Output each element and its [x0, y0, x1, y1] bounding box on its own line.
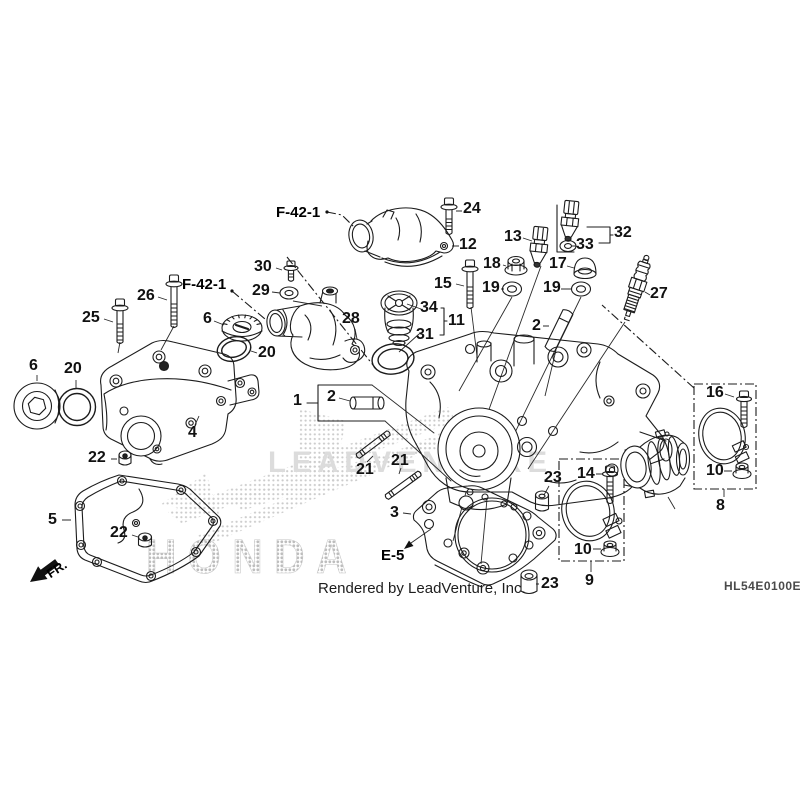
- watermark-honda-wing: [160, 407, 456, 546]
- part-grommet-22-upper: [118, 450, 132, 466]
- callout-28: 28: [342, 310, 360, 327]
- callout-9: 9: [585, 572, 594, 589]
- ref-label-f42-1-left: F-42-1: [182, 276, 227, 293]
- callout-23-upper: 23: [544, 469, 562, 486]
- part-bolt-15: [461, 259, 479, 310]
- watermark-brand-text: HONDA: [146, 531, 358, 584]
- callout-2-right: 2: [532, 317, 541, 334]
- callout-29: 29: [252, 282, 270, 299]
- callout-6-right: 6: [203, 310, 212, 327]
- callout-20-left: 20: [64, 360, 82, 377]
- part-band-8: [698, 407, 750, 465]
- leader-lines: [36, 210, 735, 585]
- part-sensor-32: [560, 199, 580, 242]
- callout-3: 3: [390, 504, 399, 521]
- ref-label-f42-1-top: F-42-1: [276, 204, 321, 221]
- callout-4: 4: [188, 424, 197, 441]
- part-cover-gasket-5: [74, 474, 222, 584]
- callout-31: 31: [416, 326, 434, 343]
- callout-8: 8: [716, 497, 725, 514]
- part-band-9: [561, 480, 623, 542]
- group-box-9: [558, 458, 625, 562]
- part-water-joint-28: [266, 286, 366, 371]
- callout-5: 5: [48, 511, 57, 528]
- callout-2-left: 2: [327, 388, 336, 405]
- callout-33: 33: [576, 236, 594, 253]
- part-washer-29: [279, 286, 299, 300]
- callout-30: 30: [254, 258, 272, 275]
- callout-32: 32: [614, 224, 632, 241]
- part-oring-20-right: [216, 335, 252, 363]
- callout-27: 27: [650, 285, 668, 302]
- part-stud-21-lower: [384, 470, 422, 500]
- callout-34: 34: [420, 299, 438, 316]
- part-washer-19-left: [501, 281, 523, 297]
- callout-24: 24: [463, 200, 481, 217]
- part-stud-21-upper: [355, 430, 391, 459]
- part-cap-6-left: [13, 382, 61, 430]
- part-sensor-13: [529, 225, 549, 268]
- callout-21-lower: 21: [391, 452, 409, 469]
- callout-13: 13: [504, 228, 522, 245]
- part-head-gasket-3: [412, 485, 557, 588]
- callout-6-left: 6: [29, 357, 38, 374]
- bracket-assembly-1: [306, 384, 452, 482]
- callout-10-right: 10: [706, 462, 724, 479]
- callout-21-upper: 21: [356, 461, 374, 478]
- part-washer-19-right: [570, 281, 592, 297]
- part-bolt-26: [165, 274, 183, 329]
- part-nut-10-right: [732, 462, 752, 480]
- part-bolt-25: [111, 298, 129, 345]
- part-nut-18: [504, 255, 528, 276]
- part-washer-33: [559, 239, 577, 253]
- fr-direction-arrow: [30, 559, 60, 582]
- part-dowel-pin-2: [349, 396, 385, 410]
- callout-1: 1: [293, 392, 302, 409]
- part-bolt-14: [601, 465, 619, 505]
- callout-20-right: 20: [258, 344, 276, 361]
- callout-25: 25: [82, 309, 100, 326]
- callout-11: 11: [448, 312, 465, 329]
- callout-19-right: 19: [543, 279, 561, 296]
- callout-12: 12: [459, 236, 477, 253]
- part-cylinder-head-1: [405, 331, 673, 511]
- callout-19-left: 19: [482, 279, 500, 296]
- part-bolt-24: [440, 197, 458, 236]
- part-bolt-30: [283, 260, 299, 282]
- part-bolt-16: [735, 390, 753, 429]
- callout-17: 17: [549, 255, 567, 272]
- part-dowel-23-upper: [534, 490, 550, 512]
- part-thermostat-34: [380, 290, 418, 347]
- part-dowel-23-lower: [520, 569, 538, 595]
- ref-label-e5: E-5: [381, 547, 405, 564]
- part-stud-2: [544, 309, 574, 352]
- footer-credit: Rendered by LeadVenture, Inc.: [318, 580, 526, 597]
- part-oring-31: [371, 343, 415, 375]
- callout-10-left: 10: [574, 541, 592, 558]
- part-spark-plug-27: [623, 254, 651, 322]
- part-cylinder-head-cover-4: [100, 340, 260, 465]
- part-grommet-22-lower: [137, 532, 153, 548]
- part-insulator-7: [620, 429, 691, 499]
- callout-23-lower: 23: [541, 575, 559, 592]
- callout-22-upper: 22: [88, 449, 106, 466]
- part-nut-10-left: [600, 540, 620, 558]
- bracket-assembly-11: [439, 307, 448, 336]
- group-box-8: [693, 383, 757, 490]
- callout-18: 18: [483, 255, 501, 272]
- part-cap-17: [573, 257, 597, 280]
- callout-14: 14: [577, 465, 595, 482]
- e5-arrow: [404, 528, 432, 549]
- callout-22-lower: 22: [110, 524, 128, 541]
- diagram-code: HL54E0100E: [724, 579, 800, 593]
- callout-16: 16: [706, 384, 724, 401]
- part-thermostat-cover-12: [348, 207, 454, 267]
- callout-15: 15: [434, 275, 452, 292]
- callout-26: 26: [137, 287, 155, 304]
- part-oring-20-left: [57, 387, 97, 427]
